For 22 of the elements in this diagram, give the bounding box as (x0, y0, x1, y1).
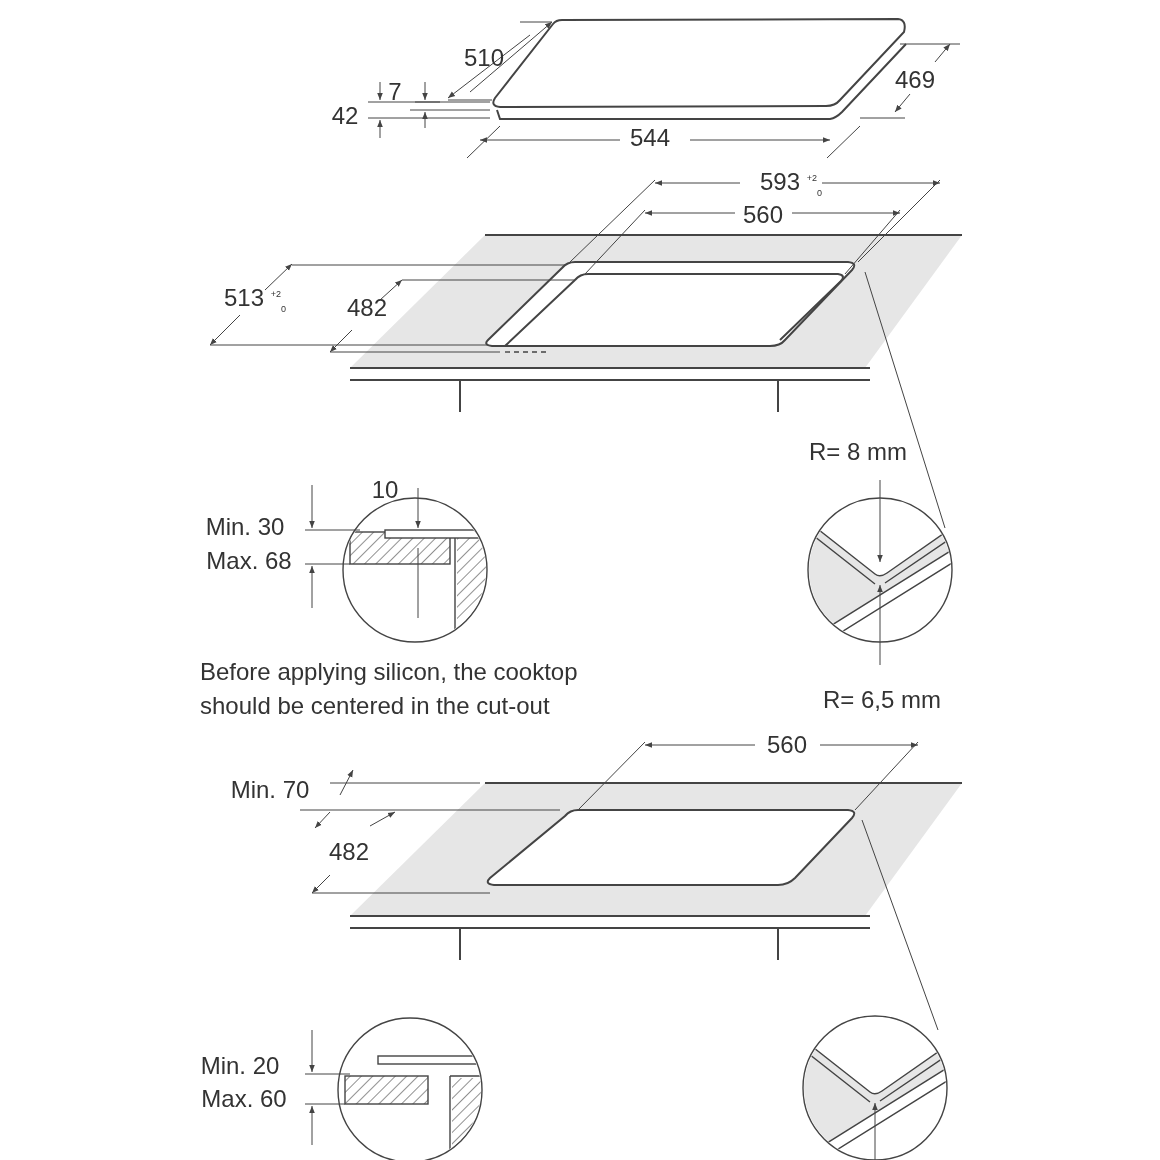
radius-label: R= 8 mm (809, 440, 907, 464)
dimension-label: 560 (743, 203, 783, 227)
corner-detail-drawing (807, 479, 953, 666)
dimension-label: 510 (464, 46, 504, 70)
dimension-label: Max. 60 (201, 1087, 287, 1111)
leader-line (864, 271, 946, 529)
radius-label: R= 6,5 mm (823, 688, 941, 712)
leader-line (861, 819, 939, 1031)
dimension-label: 482 (329, 840, 369, 864)
dimension-label: 469 (895, 68, 935, 92)
dimension-label: 10 (371, 478, 399, 502)
dimension-label: Min. 70 (230, 778, 310, 802)
dimension-label: 560 (767, 733, 807, 757)
dimension-label: 42 (331, 104, 359, 128)
dimension-label: Max. 68 (206, 549, 292, 573)
dimension-label: Min. 30 (205, 515, 285, 539)
dimension-label: Min. 20 (200, 1054, 280, 1078)
dimension-label: 544 (630, 126, 670, 150)
dimension-label: 482 (347, 296, 387, 320)
corner-detail-drawing (802, 1015, 948, 1160)
dimension-label: 7 (388, 80, 402, 104)
note-text: Before applying silicon, the cooktop should be centered in the cut-out (200, 657, 579, 721)
